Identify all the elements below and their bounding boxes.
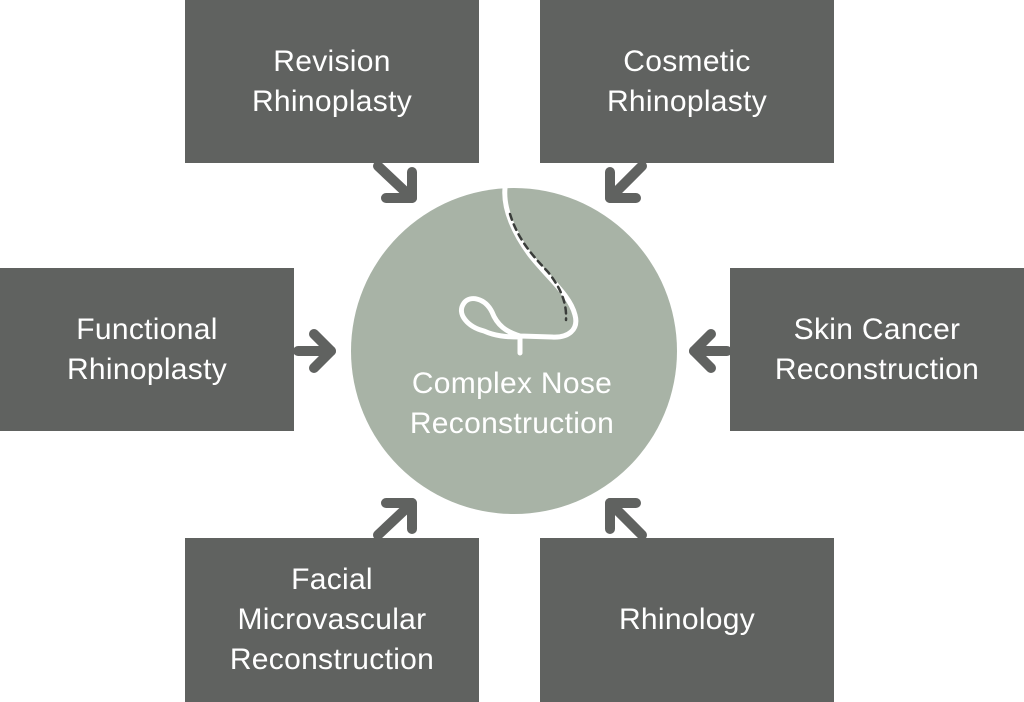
arrow-skin xyxy=(689,329,732,373)
box-label-line1: Cosmetic xyxy=(623,44,751,78)
arrow-revision xyxy=(373,161,417,203)
center-label-line2: Reconstruction xyxy=(409,407,615,440)
cosmetic-rhinoplasty-box: Cosmetic Rhinoplasty xyxy=(540,0,834,163)
center-label-line1: Complex Nose xyxy=(411,367,613,400)
box-label-line1: Rhinology xyxy=(618,603,756,636)
box-label-line1: Facial xyxy=(291,563,373,596)
box-label-line2: Reconstruction xyxy=(774,352,980,386)
box-label-line3: Reconstruction xyxy=(229,643,435,676)
rhinology-box: Rhinology xyxy=(540,538,834,702)
facial-microvascular-reconstruction-box: Facial Microvascular Reconstruction xyxy=(185,538,479,702)
box-label-line2: Rhinoplasty xyxy=(66,352,228,386)
arrow-functional xyxy=(293,329,336,373)
box-label-line2: Rhinoplasty xyxy=(251,84,413,118)
skin-cancer-reconstruction-box: Skin Cancer Reconstruction xyxy=(730,268,1024,431)
arrow-rhinology xyxy=(605,498,647,540)
revision-rhinoplasty-box: Revision Rhinoplasty xyxy=(185,0,479,163)
box-label-line2: Microvascular xyxy=(237,603,427,636)
nose-outline-icon xyxy=(459,185,579,356)
center-label: Complex Nose Reconstruction xyxy=(352,364,672,444)
box-label-line2: Rhinoplasty xyxy=(606,84,768,118)
arrow-facial xyxy=(373,498,417,540)
box-label-line1: Functional xyxy=(76,312,218,346)
center-circle xyxy=(351,188,677,514)
functional-rhinoplasty-box: Functional Rhinoplasty xyxy=(0,268,294,431)
box-label-line1: Skin Cancer xyxy=(793,312,961,346)
box-label-line1: Revision xyxy=(273,44,391,78)
arrow-cosmetic xyxy=(605,161,647,203)
